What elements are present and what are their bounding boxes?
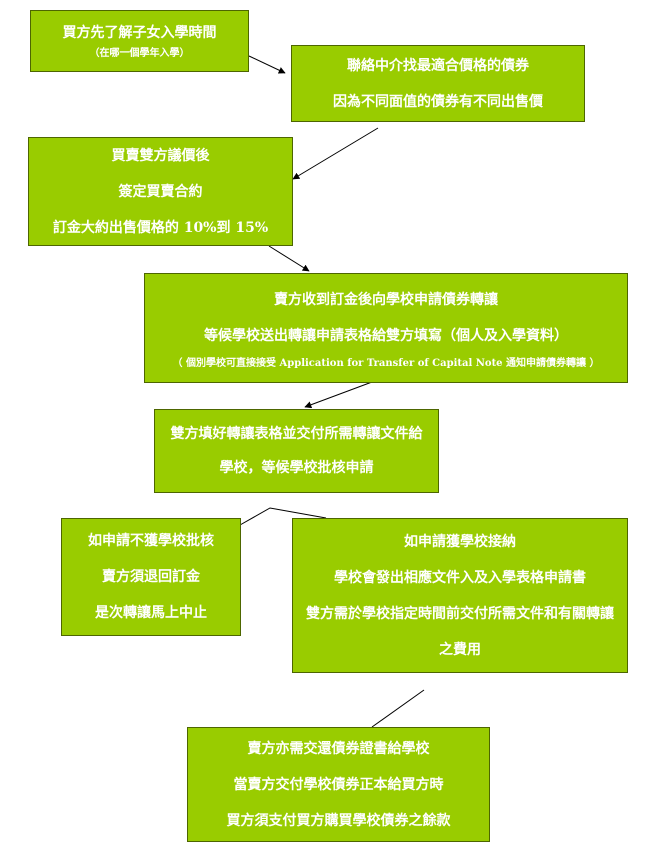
connector-b7-to-b8 xyxy=(371,689,425,728)
step-3-line-1: 買賣雙方議價後 xyxy=(111,147,210,164)
step-2-line-2: 因為不同面值的債券有不同出售價 xyxy=(333,93,543,110)
step-2-line-1: 聯絡中介找最適合價格的債券 xyxy=(347,57,529,74)
step-7-line-3: 雙方需於學校指定時間前交付所需文件和有關轉讓之費用 xyxy=(306,605,614,658)
step-4-line-1: 賣方收到訂金後向學校申請債券轉讓 xyxy=(274,292,498,308)
step-box-accepted: 如申請獲學校接納 學校會發出相應文件入及入學表格申請書 雙方需於學校指定時間前交… xyxy=(292,518,628,673)
step-1-text: 買方先了解子女入學時間 xyxy=(62,25,217,41)
step-box-negotiate-price: 買賣雙方議價後 簽定買賣合約 訂金大約出售價格的 10%到 15% xyxy=(28,137,293,246)
branch-b5-split xyxy=(239,507,327,526)
step-4-note: （ 個別學校可直接接受 Application for Transfer of … xyxy=(172,358,600,369)
step-3-line-3: 訂金大約出售價格的 10%到 15% xyxy=(52,219,269,236)
step-box-submit-forms: 雙方填好轉讓表格並交付所需轉讓文件給學校，等候學校批核申請 xyxy=(154,409,439,493)
step-box-understand-entry-time: 買方先了解子女入學時間 （在哪一個學年入學） xyxy=(30,10,249,72)
step-1-note: （在哪一個學年入學） xyxy=(89,48,190,59)
step-4-line-2: 等候學校送出轉讓申請表格給雙方填寫（個人及入學資料） xyxy=(204,328,568,344)
step-6-line-2: 賣方須退回訂金 xyxy=(102,569,200,585)
arrow-b1-to-b2 xyxy=(248,55,286,74)
step-box-seller-apply-transfer: 賣方收到訂金後向學校申請債券轉讓 等候學校送出轉讓申請表格給雙方填寫（個人及入學… xyxy=(144,273,628,383)
step-3-line-2: 簽定買賣合約 xyxy=(118,183,203,200)
step-7-line-1: 如申請獲學校接納 xyxy=(404,533,516,550)
step-box-rejected: 如申請不獲學校批核 賣方須退回訂金 是次轉讓馬上中止 xyxy=(61,518,241,636)
step-8-line-1: 賣方亦需交還債券證書給學校 xyxy=(247,740,430,757)
step-7-line-2: 學校會發出相應文件入及入學表格申請書 xyxy=(334,569,586,586)
step-6-line-3: 是次轉讓馬上中止 xyxy=(95,605,207,621)
step-8-line-3: 買方須支付買方購買學校債券之餘款 xyxy=(226,812,451,829)
arrow-b4-to-b5 xyxy=(304,381,373,409)
arrow-b3-to-b4 xyxy=(268,245,310,272)
step-5-text: 雙方填好轉讓表格並交付所需轉讓文件給學校，等候學校批核申請 xyxy=(170,426,423,476)
arrow-b2-to-b3 xyxy=(292,127,379,180)
step-box-return-certificate: 賣方亦需交還債券證書給學校 當賣方交付學校債券正本給買方時 買方須支付買方購買學… xyxy=(187,727,490,842)
step-box-contact-agent: 聯絡中介找最適合價格的債券 因為不同面值的債券有不同出售價 xyxy=(291,45,585,122)
step-8-line-2: 當賣方交付學校債券正本給買方時 xyxy=(233,776,444,793)
step-6-line-1: 如申請不獲學校批核 xyxy=(88,533,214,549)
